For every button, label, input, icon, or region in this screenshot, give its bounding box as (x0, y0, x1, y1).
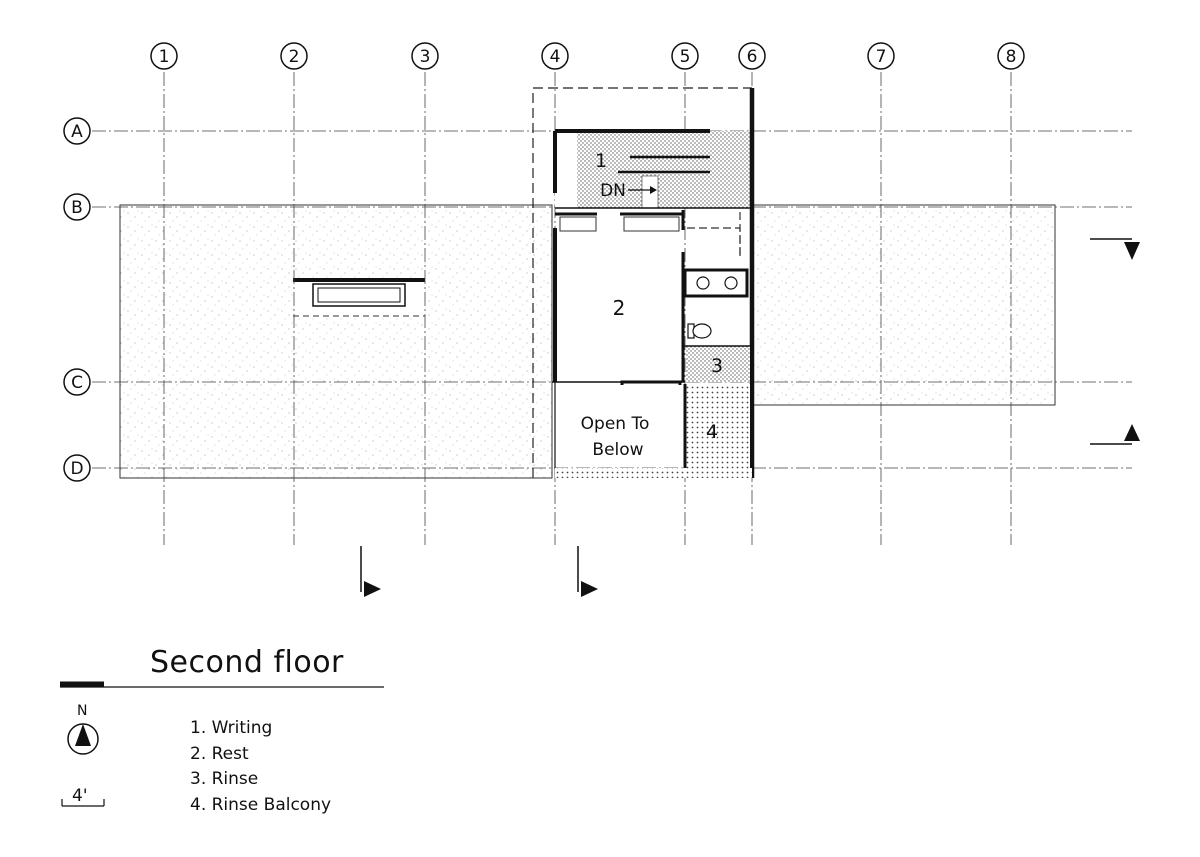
legend-item: 4. Rinse Balcony (190, 794, 332, 815)
grid-bubble-c: C (63, 368, 91, 396)
roof-slab-east (751, 204, 1056, 406)
room-tag-rinse-balcony: 4 (706, 421, 718, 443)
svg-text:1: 1 (159, 47, 170, 67)
section-marker-east-bottom-icon (1090, 424, 1140, 445)
rinse-room (683, 345, 752, 382)
svg-text:3: 3 (420, 47, 431, 67)
svg-text:4: 4 (550, 47, 561, 67)
legend-item: 3. Rinse (190, 769, 259, 789)
grid-bubble-1: 1 (150, 42, 178, 70)
grid-bubble-a: A (63, 117, 91, 145)
section-marker-east-top-icon (1090, 238, 1140, 260)
legend-item: 2. Rest (190, 743, 249, 764)
grid-bubble-6: 6 (738, 42, 766, 70)
scale-label: 4' (72, 786, 88, 806)
grid-bubble-4: 4 (541, 42, 569, 70)
grid-bubble-7: 7 (867, 42, 895, 70)
north-arrow-icon (67, 723, 99, 755)
section-marker-south-left-icon (360, 546, 381, 597)
room-tag-writing: 1 (595, 150, 607, 172)
svg-text:5: 5 (680, 47, 691, 67)
title-underline (60, 681, 384, 688)
svg-text:7: 7 (876, 47, 887, 67)
legend-item: 1. Writing (190, 718, 273, 738)
room-tag-rest: 2 (613, 296, 626, 320)
stair-arrow-icon (628, 186, 657, 194)
skylight (293, 278, 425, 317)
roof-overhang-outline (532, 87, 752, 478)
plan-title: Second floor (150, 645, 344, 680)
grid-bubble-3: 3 (411, 42, 439, 70)
room-tag-rinse: 3 (711, 355, 723, 377)
svg-text:D: D (70, 459, 83, 479)
svg-text:2: 2 (289, 47, 300, 67)
stair-dn-label: DN (600, 181, 626, 201)
scale-bar-icon (61, 799, 105, 807)
grid-bubble-b: B (63, 193, 91, 221)
rest-room (555, 210, 749, 382)
grid-bubble-2: 2 (280, 42, 308, 70)
room-legend: 1. Writing 2. Rest 3. Rinse 4. Rinse Bal… (190, 716, 331, 818)
writing-room (555, 129, 752, 209)
grid-bubble-d: D (63, 454, 91, 482)
svg-text:B: B (71, 198, 83, 218)
roof-slab-west (119, 204, 553, 479)
open-to-below (554, 382, 683, 468)
svg-text:A: A (71, 122, 83, 142)
grid-bubble-5: 5 (671, 42, 699, 70)
grid-bubble-8: 8 (997, 42, 1025, 70)
open-to-below-line1: Open To (581, 414, 650, 434)
open-to-below-line2: Below (592, 440, 643, 460)
north-label: N (77, 703, 88, 719)
svg-text:6: 6 (747, 47, 758, 67)
svg-text:8: 8 (1006, 47, 1017, 67)
svg-text:C: C (71, 373, 83, 393)
section-marker-south-right-icon (577, 546, 598, 597)
